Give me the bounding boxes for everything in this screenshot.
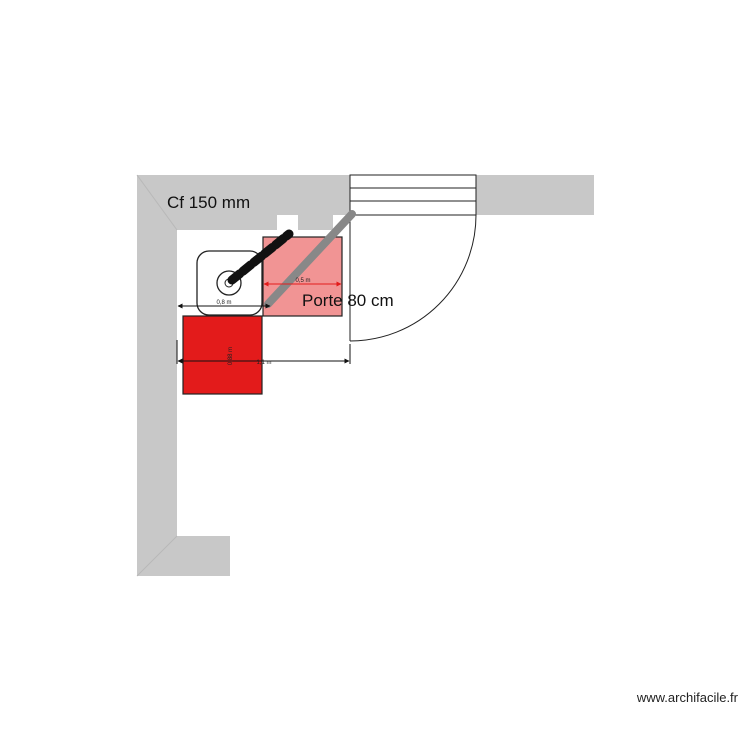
door — [349, 174, 477, 342]
dim-block-height-label: 0,88 m — [228, 347, 234, 365]
wall-bottom-stub — [137, 536, 230, 576]
wall-corner-line-bottom — [136, 535, 178, 577]
wall-left — [137, 175, 177, 576]
dimensions: 0,8 m 0,5 m 1,1 m 0,88 m — [176, 278, 351, 366]
wall-notch-gap — [277, 215, 298, 230]
wall-top-right — [476, 175, 594, 215]
door-width-label: Porte 80 cm — [302, 291, 394, 310]
wall-notch-right — [298, 215, 333, 230]
dim-wall-span-label: 1,1 m — [256, 360, 271, 366]
dim-toilet-width-label: 0,8 m — [216, 300, 231, 306]
walls — [136, 174, 594, 577]
red-block — [182, 315, 263, 395]
wall-notch — [177, 215, 277, 230]
wall-corner-line — [136, 174, 178, 231]
pipe-grey — [264, 210, 356, 308]
wall-thickness-label: Cf 150 mm — [167, 193, 250, 212]
watermark: www.archifacile.fr — [636, 690, 738, 705]
pink-block — [262, 236, 343, 317]
pipe-black-dashed — [227, 229, 294, 285]
door-opening — [349, 174, 477, 216]
dim-shower-width-label: 0,5 m — [295, 278, 310, 284]
door-swing-arc — [349, 214, 477, 342]
